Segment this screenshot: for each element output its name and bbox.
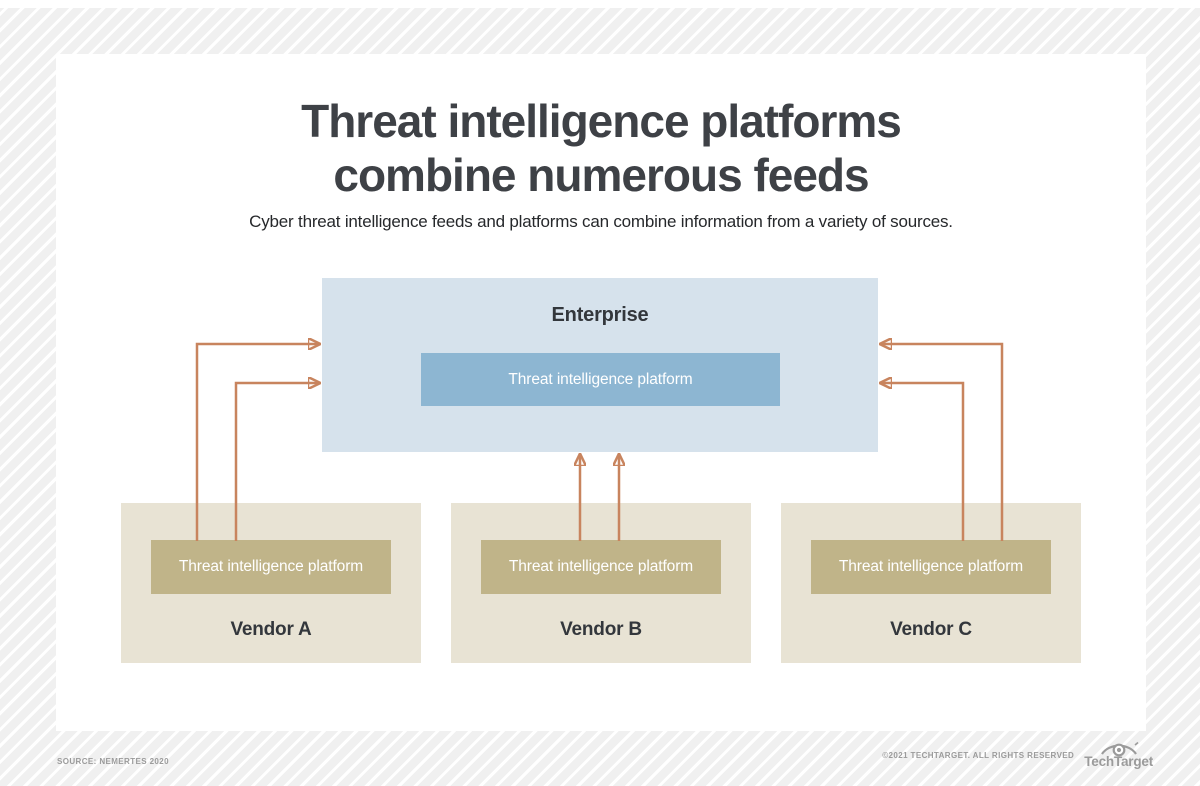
- page-title: Threat intelligence platforms combine nu…: [56, 94, 1146, 202]
- techtarget-eye-icon: [1100, 741, 1139, 757]
- footer-right: ©2021 TECHTARGET. ALL RIGHTS RESERVED Te…: [882, 740, 1153, 769]
- page-title-line1: Threat intelligence platforms: [301, 95, 902, 147]
- enterprise-platform-box: Threat intelligence platform: [421, 353, 780, 406]
- vendor-b-label: Vendor B: [560, 619, 642, 640]
- enterprise-label: Enterprise: [551, 304, 649, 326]
- page-title-line2: combine numerous feeds: [333, 149, 869, 201]
- techtarget-logo-text: TechTarget: [1084, 754, 1153, 769]
- vendor-c-box: Threat intelligence platform Vendor C: [781, 503, 1081, 663]
- vendor-b-box: Threat intelligence platform Vendor B: [451, 503, 751, 663]
- footer-copyright-text: ©2021 TECHTARGET. ALL RIGHTS RESERVED: [882, 751, 1075, 760]
- vendor-c-label: Vendor C: [890, 619, 972, 640]
- footer-source-text: SOURCE: NEMERTES 2020: [57, 757, 169, 766]
- enterprise-box: Enterprise Threat intelligence platform: [322, 278, 878, 452]
- top-white-strip: [0, 0, 1200, 8]
- vendor-b-platform-box: Threat intelligence platform: [481, 540, 721, 594]
- content-card: Threat intelligence platforms combine nu…: [56, 54, 1146, 731]
- page-subtitle: Cyber threat intelligence feeds and plat…: [249, 212, 953, 231]
- vendor-a-label: Vendor A: [230, 619, 312, 640]
- vendor-c-platform-box: Threat intelligence platform: [811, 540, 1051, 594]
- vendor-a-box: Threat intelligence platform Vendor A: [121, 503, 421, 663]
- techtarget-logo: TechTarget: [1084, 740, 1153, 769]
- vendor-a-platform-box: Threat intelligence platform: [151, 540, 391, 594]
